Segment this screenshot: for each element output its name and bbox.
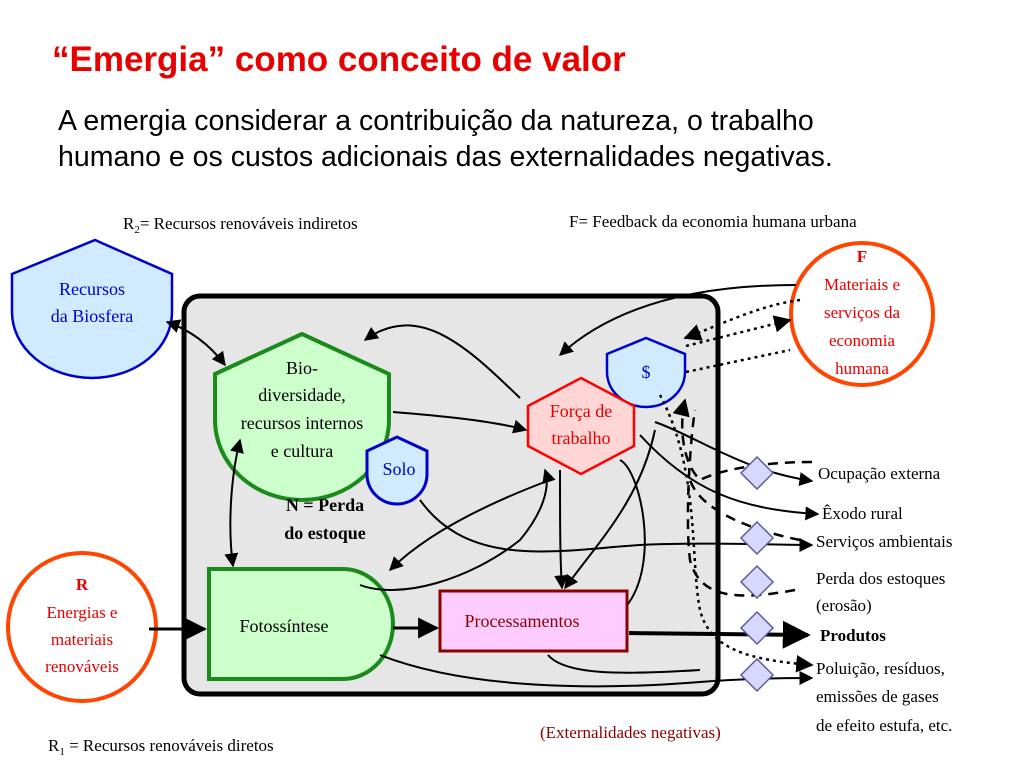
- biosphere-label-2: da Biosfera: [51, 306, 133, 326]
- output-label-pollution-2: emissões de gases: [816, 687, 939, 706]
- f-caption: F= Feedback da economia humana urbana: [569, 212, 857, 231]
- f-source-label-1: Materiais e: [824, 275, 900, 294]
- diamond-icon: [739, 610, 775, 646]
- page-subtitle: A emergia considerar a contribuição da n…: [58, 103, 1008, 175]
- biodiversity-label-2: diversidade,: [258, 385, 345, 405]
- money-label: $: [642, 362, 651, 382]
- output-label-products: Produtos: [820, 626, 886, 645]
- r-source-label-2: materiais: [51, 630, 113, 649]
- subtitle-line-2: humano e os custos adicionais das extern…: [58, 141, 833, 173]
- page-title: “Emergia” como conceito de valor: [52, 40, 626, 79]
- r2-caption: R2= Recursos renováveis indiretos: [123, 214, 358, 236]
- photosynthesis-label: Fotossíntese: [239, 616, 328, 636]
- diamond-icon: [739, 520, 775, 556]
- r-source-node: [6, 551, 158, 703]
- output-label-erosion: (erosão): [816, 596, 872, 615]
- diamond-icon: [739, 564, 775, 600]
- labor-node: [526, 376, 636, 476]
- f-source-node: [789, 241, 935, 387]
- subtitle-line-1: A emergia considerar a contribuição da n…: [58, 105, 814, 137]
- diamond-icon: [739, 455, 775, 491]
- f-source-label-3: economia: [829, 331, 896, 350]
- output-label-rural-exodus: Êxodo rural: [822, 504, 903, 523]
- diamond-icon: [739, 657, 775, 693]
- biodiversity-label-1: Bio-: [286, 358, 318, 378]
- stock-loss-label-1: N = Perda: [286, 495, 364, 515]
- output-label-environmental-services: Serviços ambientais: [816, 532, 952, 551]
- money-node: [605, 336, 687, 409]
- processing-label: Processamentos: [465, 611, 580, 631]
- biodiversity-label-4: e cultura: [271, 441, 333, 461]
- diamond-icons: [739, 455, 775, 693]
- r1-caption: R1 = Recursos renováveis diretos: [48, 736, 274, 758]
- f-source-label-4: humana: [835, 359, 889, 378]
- output-label-pollution-3: de efeito estufa, etc.: [816, 716, 952, 735]
- output-label-stock-loss: Perda dos estoques: [816, 569, 945, 588]
- labor-label-1: Força de: [550, 401, 612, 421]
- output-label-external-occupation: Ocupação externa: [818, 464, 941, 483]
- processing-node: [438, 589, 629, 653]
- biosphere-label-1: Recursos: [59, 279, 125, 299]
- soil-label: Solo: [382, 459, 415, 479]
- photosynthesis-node: [207, 567, 395, 681]
- r-source-letter: R: [76, 575, 89, 594]
- externality-dashed-lines: [672, 398, 813, 597]
- labor-label-2: trabalho: [552, 428, 611, 448]
- flow-lines: [149, 284, 820, 688]
- f-source-label-2: serviços da: [824, 303, 900, 322]
- biodiversity-label-3: recursos internos: [241, 413, 363, 433]
- f-source-letter: F: [857, 247, 867, 266]
- soil-node: [365, 435, 429, 506]
- r-source-label-3: renováveis: [45, 657, 119, 676]
- stock-loss-label-2: do estoque: [284, 523, 366, 543]
- output-label-pollution-1: Poluição, resíduos,: [816, 659, 945, 678]
- externalities-caption: (Externalidades negativas): [540, 723, 721, 742]
- r-source-label-1: Energias e: [47, 603, 118, 622]
